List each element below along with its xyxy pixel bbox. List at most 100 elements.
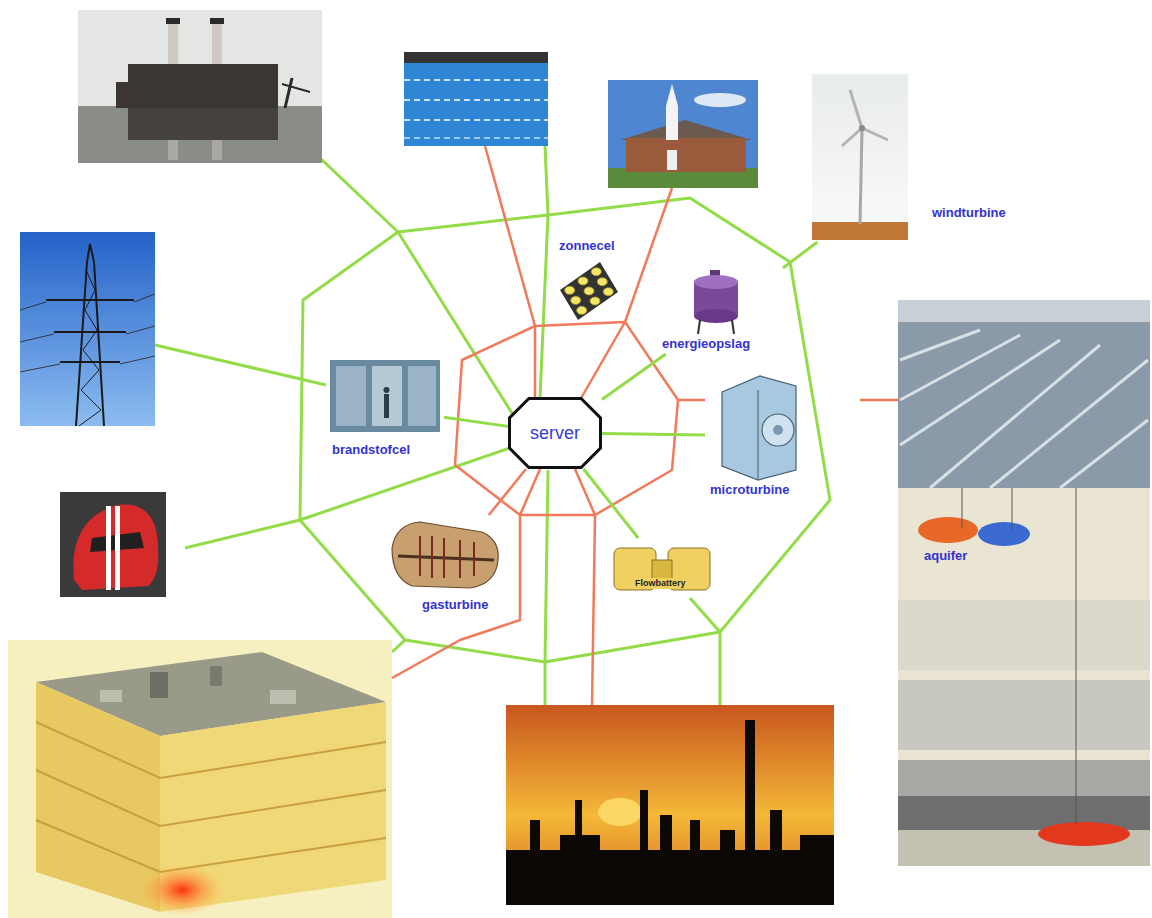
- strata-line: [36, 820, 386, 872]
- component-label: energieopslag: [656, 268, 796, 354]
- turbine-blades: [420, 536, 474, 578]
- inner-ring: [455, 322, 678, 515]
- cell: [578, 277, 588, 285]
- chimney-top: [166, 18, 180, 24]
- component-label: Flowbattery: [606, 538, 718, 598]
- cold-water: [978, 522, 1030, 546]
- component-name: gasturbine: [420, 597, 490, 613]
- wire: [20, 364, 60, 372]
- well: [1076, 488, 1077, 824]
- network-connector: [860, 399, 898, 402]
- roof-line: [990, 360, 1148, 488]
- network-line: [575, 469, 595, 705]
- building: [210, 666, 222, 686]
- reflection: [212, 140, 222, 160]
- network-connector: [783, 242, 817, 268]
- stripe: [115, 506, 120, 590]
- turbine-casing: [392, 522, 498, 588]
- cylinder-top: [694, 275, 738, 289]
- network-line: [545, 470, 548, 705]
- lane: [404, 119, 548, 121]
- component-name: brandstofcel: [330, 442, 412, 458]
- component-name: zonnecel: [557, 238, 617, 254]
- building: [100, 690, 122, 702]
- crane: [285, 78, 292, 108]
- steeple: [666, 106, 678, 140]
- microturbine-icon: [722, 376, 796, 480]
- network-line: [155, 345, 326, 385]
- blade: [431, 536, 433, 578]
- sky: [20, 232, 155, 426]
- cell: [597, 278, 607, 286]
- cell: [577, 306, 587, 314]
- component-name: windturbine: [930, 205, 1008, 221]
- component-label: brandstofcel: [326, 358, 444, 460]
- component-label: microturbine: [705, 372, 860, 500]
- panel: [560, 262, 618, 320]
- component-label: aquifer: [898, 300, 1150, 866]
- turbine-shaft: [398, 556, 494, 560]
- geothermal-block: [8, 640, 392, 918]
- cell: [603, 288, 613, 296]
- greenhouse-roofs: [900, 330, 1148, 488]
- water: [78, 106, 322, 163]
- window: [372, 366, 402, 426]
- building: [270, 690, 296, 704]
- octagon-shape: [510, 399, 601, 468]
- tower: [860, 130, 862, 224]
- horizon: [898, 300, 1150, 322]
- crane: [282, 84, 310, 92]
- server-octagon: server: [508, 397, 602, 469]
- stratum: [898, 760, 1150, 796]
- cell: [584, 287, 594, 295]
- roof-line: [900, 330, 980, 360]
- component-label: gasturbine: [386, 515, 511, 615]
- aquifer-section: [898, 300, 1150, 866]
- chimney: [212, 22, 222, 66]
- window: [336, 366, 366, 426]
- gas-turbine-icon: [392, 522, 498, 588]
- turbine-wheel: [762, 414, 794, 446]
- stratum: [898, 600, 1150, 670]
- background: [60, 492, 166, 597]
- warm-water: [918, 517, 978, 543]
- ground: [812, 222, 908, 240]
- network-line: [690, 598, 720, 705]
- cell: [590, 297, 600, 305]
- chimney-top: [210, 18, 224, 24]
- wire: [134, 294, 155, 302]
- housing-edge: [758, 390, 759, 480]
- pylon-bracing: [79, 270, 101, 426]
- network-line: [392, 640, 405, 652]
- outer-ring: [300, 198, 830, 662]
- car-photo: [60, 492, 166, 597]
- pool-edge: [404, 52, 548, 63]
- refinery-silhouette: [506, 720, 834, 905]
- greenhouse-photo: [898, 300, 1150, 490]
- blade: [850, 90, 862, 128]
- stripe: [106, 506, 111, 590]
- component-name: aquifer: [922, 548, 969, 564]
- building: [150, 672, 168, 698]
- sky: [812, 74, 908, 240]
- green-network: [155, 146, 830, 705]
- reflection: [168, 140, 178, 160]
- power-station-photo: [78, 10, 322, 163]
- photo: [330, 360, 440, 432]
- housing: [722, 376, 796, 480]
- network-connector: [489, 469, 526, 515]
- blade: [473, 542, 475, 576]
- roof-line: [900, 340, 1060, 445]
- wire: [126, 326, 155, 334]
- cell: [591, 268, 601, 276]
- pylon-leg: [94, 262, 104, 426]
- network-connector: [584, 469, 639, 538]
- network-connector: [602, 354, 666, 399]
- cells: [565, 268, 614, 315]
- cell: [571, 296, 581, 304]
- energy-storage-icon: [694, 270, 738, 334]
- strata-line: [36, 722, 386, 778]
- pylon-arm: [54, 331, 126, 333]
- component-name: Flowbattery: [633, 578, 688, 589]
